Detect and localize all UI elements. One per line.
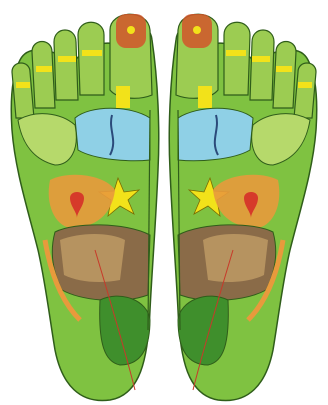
right-toe-strip-2 <box>252 56 270 62</box>
left-toe-4 <box>32 42 55 109</box>
right-toe-2 <box>224 22 250 95</box>
left-big-toe-dot <box>127 26 135 34</box>
right-big-toe-dot <box>193 26 201 34</box>
left-toe-2 <box>78 22 104 95</box>
right-toe-4 <box>273 42 296 109</box>
left-toe-strip-2 <box>58 56 76 62</box>
right-neck-band <box>198 86 212 108</box>
right-intestine-tan <box>203 234 268 282</box>
left-toe-strip-3 <box>36 66 52 72</box>
left-toe-strip-1 <box>82 50 102 56</box>
left-neck-band <box>116 86 130 108</box>
right-toe-3 <box>250 30 274 100</box>
right-toe-strip-1 <box>226 50 246 56</box>
right-toe-strip-3 <box>276 66 292 72</box>
right-heel-zone <box>178 296 228 365</box>
left-toe-3 <box>54 30 78 100</box>
right-toe-strip-4 <box>298 82 312 88</box>
left-toe-strip-4 <box>16 82 30 88</box>
left-heel-zone <box>100 296 150 365</box>
right-foot <box>169 14 316 401</box>
left-intestine-tan <box>60 234 125 282</box>
left-foot <box>11 14 158 401</box>
